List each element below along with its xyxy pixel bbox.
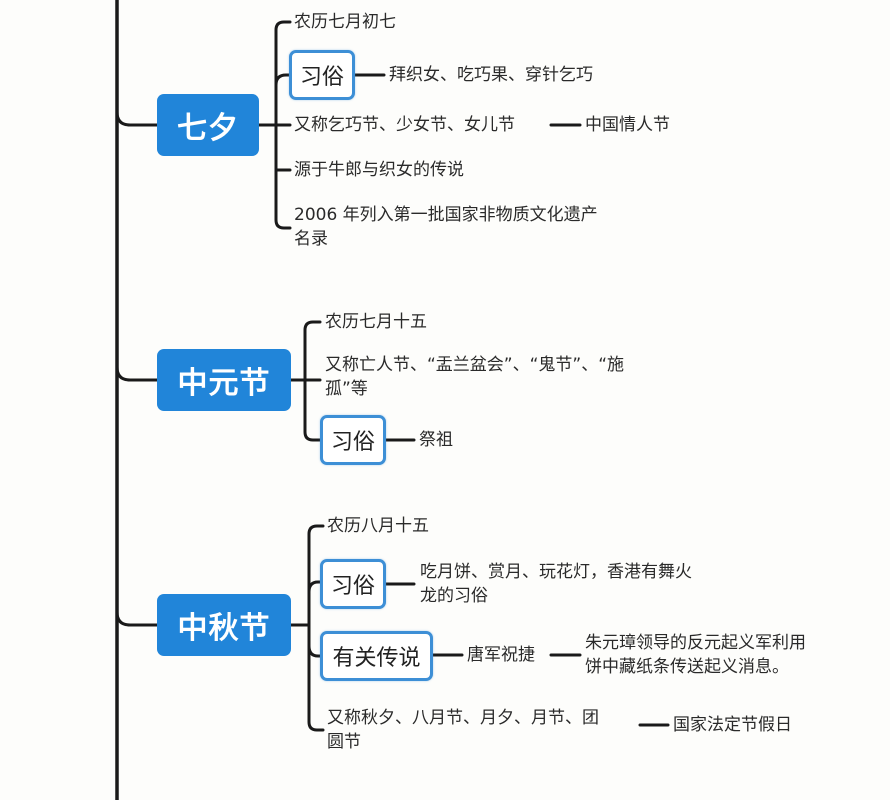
main-node-zhongyuan[interactable]: 中元节: [157, 349, 291, 411]
leaf-node: 祭祖: [419, 430, 453, 450]
sub-node-customs[interactable]: 习俗: [320, 559, 386, 609]
sub-node-legends[interactable]: 有关传说: [320, 631, 433, 681]
sub-node-customs[interactable]: 习俗: [289, 50, 355, 100]
leaf-node: 农历七月十五: [325, 312, 427, 332]
leaf-node: 2006 年列入第一批国家非物质文化遗产 名录: [294, 205, 598, 249]
main-node-label: 七夕: [177, 111, 239, 146]
leaf-node: 又称乞巧节、少女节、女儿节: [294, 115, 515, 135]
leaf-node: 源于牛郎与织女的传说: [294, 160, 464, 180]
leaf-node: 唐军祝捷: [467, 645, 535, 665]
leaf-node: 中国情人节: [585, 115, 670, 135]
leaf-node: 又称亡人节、“盂兰盆会”、“鬼节”、“施 孤”等: [325, 355, 625, 399]
sub-node-customs[interactable]: 习俗: [320, 415, 386, 465]
main-node-zhongqiu[interactable]: 中秋节: [157, 594, 291, 656]
leaf-node: 又称秋夕、八月节、月夕、月节、团 圆节: [327, 708, 599, 752]
leaf-node: 农历八月十五: [327, 516, 429, 536]
leaf-node: 朱元璋领导的反元起义军利用 饼中藏纸条传送起义消息。: [585, 633, 806, 677]
leaf-node: 吃月饼、赏月、玩花灯，香港有舞火 龙的习俗: [420, 562, 692, 606]
leaf-node: 国家法定节假日: [673, 715, 792, 735]
main-node-label: 中元节: [177, 366, 271, 401]
main-node-qixi[interactable]: 七夕: [157, 94, 259, 156]
leaf-node: 拜织女、吃巧果、穿针乞巧: [389, 65, 593, 85]
leaf-node: 农历七月初七: [294, 12, 396, 32]
main-node-label: 中秋节: [177, 611, 271, 646]
